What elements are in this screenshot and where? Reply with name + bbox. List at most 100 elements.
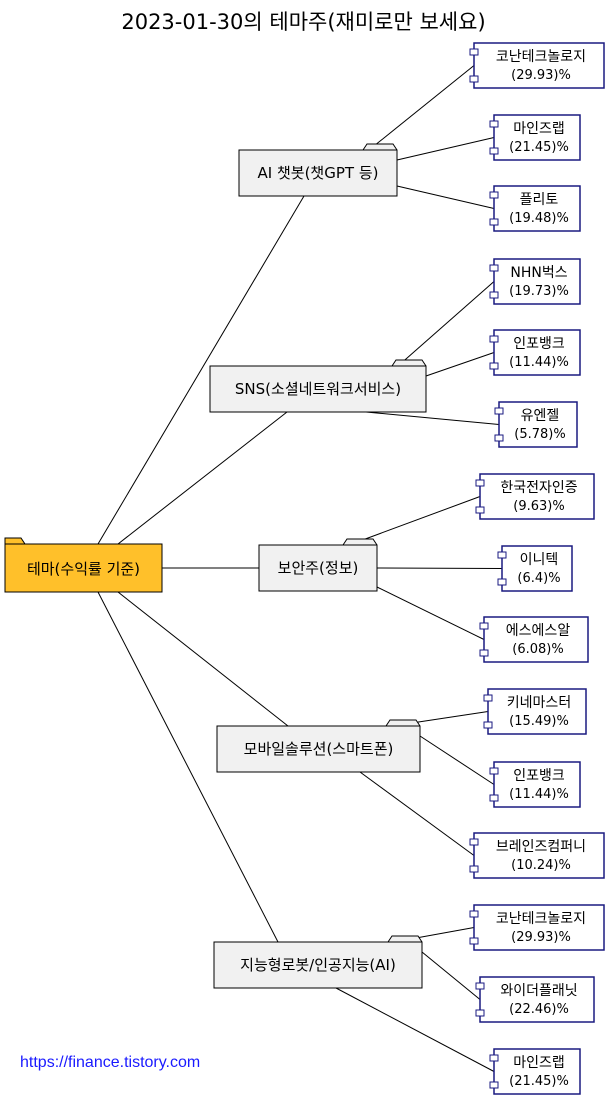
stock-box [493, 114, 581, 161]
stock-name: 유엔젤 [521, 408, 560, 424]
category-label: 모바일솔루션(스마트폰) [244, 740, 394, 758]
connector-tab [479, 622, 489, 630]
connector-tab [489, 362, 499, 370]
stock-node[interactable]: 코난테크놀로지(29.93)% [469, 904, 605, 951]
connector-tab [469, 865, 479, 873]
connector-tab [475, 982, 485, 990]
stock-node[interactable]: 와이더플래닛(22.46)% [475, 976, 595, 1023]
folder-body [209, 365, 427, 413]
stock-return: (11.44)% [509, 355, 569, 370]
page-title: 2023-01-30의 테마주(재미로만 보세요) [121, 10, 486, 34]
connector-tab [469, 937, 479, 945]
connector-tab [489, 1081, 499, 1089]
edge-root-to-category [97, 195, 305, 545]
stock-name: 브레인즈컴퍼니 [496, 839, 586, 855]
stock-node[interactable]: NHN벅스(19.73)% [489, 258, 581, 305]
stock-node[interactable]: 인포뱅크(11.44)% [489, 761, 581, 808]
stock-node[interactable]: 유엔젤(5.78)% [494, 401, 578, 448]
stock-return: (6.4)% [517, 571, 560, 586]
source-link[interactable]: https://finance.tistory.com [20, 1054, 201, 1071]
stock-box [493, 258, 581, 305]
category-label: 보안주(정보) [278, 559, 359, 577]
edge-category-to-stock [376, 586, 485, 640]
category-node[interactable]: SNS(소셜네트워크서비스) [209, 359, 427, 413]
edge-category-to-stock [425, 352, 495, 377]
stock-return: (29.93)% [511, 930, 571, 945]
stock-name: 인포뱅크 [513, 768, 565, 784]
stock-return: (6.08)% [512, 642, 563, 657]
stock-box [493, 1048, 581, 1095]
connector-tab [489, 218, 499, 226]
connector-tab [489, 264, 499, 272]
category-node[interactable]: AI 챗봇(챗GPT 등) [238, 143, 398, 197]
category-label: SNS(소셜네트워크서비스) [235, 380, 401, 398]
stock-node[interactable]: 키네마스터(15.49)% [483, 688, 587, 735]
edge-root-to-category [117, 411, 288, 545]
stock-return: (19.48)% [509, 211, 569, 226]
connector-tab [469, 48, 479, 56]
edge-category-to-stock [376, 567, 503, 569]
stock-name: 와이더플래닛 [500, 983, 577, 999]
connector-tab [494, 407, 504, 415]
edge-root-to-category [117, 591, 289, 727]
stock-name: 마인즈랩 [513, 121, 565, 137]
edge-category-to-stock [348, 496, 481, 546]
category-node[interactable]: 보안주(정보) [258, 538, 378, 592]
stock-name: 에스에스알 [506, 623, 571, 639]
folder-tab [362, 143, 398, 151]
stock-return: (15.49)% [509, 714, 569, 729]
stock-return: (19.73)% [509, 284, 569, 299]
stock-box [493, 185, 581, 232]
stock-box [473, 42, 605, 89]
edge-category-to-stock [359, 771, 475, 856]
connector-tab [489, 120, 499, 128]
folder-body [213, 941, 423, 989]
stock-name: 한국전자인증 [500, 480, 577, 496]
edge-root-to-category [97, 591, 279, 943]
folder-body [4, 543, 163, 593]
stock-box [487, 688, 587, 735]
stock-node[interactable]: 한국전자인증(9.63)% [475, 473, 595, 520]
folder-tab [4, 537, 26, 545]
category-node[interactable]: 모바일솔루션(스마트폰) [216, 719, 421, 773]
connector-tab [489, 291, 499, 299]
stock-name: 플리토 [520, 192, 559, 208]
edge-category-to-stock [365, 411, 500, 425]
stock-node[interactable]: 플리토 (19.48)% [489, 185, 581, 232]
stock-node[interactable]: 에스에스알 (6.08)% [479, 616, 589, 663]
folder-tab [391, 359, 427, 367]
mindmap-nodes: 테마(수익률 기준) AI 챗봇(챗GPT 등) 코난테크놀로지(29.93)% 마인… [4, 42, 605, 1095]
stock-box [483, 616, 589, 663]
connector-tab [475, 1009, 485, 1017]
stock-box [473, 832, 605, 879]
folder-tab [387, 935, 423, 943]
connector-tab [489, 335, 499, 343]
connector-tab [489, 147, 499, 155]
edge-category-to-stock [421, 951, 481, 1000]
root-theme-label: 테마(수익률 기준) [27, 560, 140, 578]
stock-box [501, 545, 573, 592]
connector-tab [489, 794, 499, 802]
folder-tab [342, 538, 378, 546]
stock-node[interactable]: 브레인즈컴퍼니 (10.24)% [469, 832, 605, 879]
stock-node[interactable]: 코난테크놀로지(29.93)% [469, 42, 605, 89]
stock-return: (21.45)% [509, 1074, 569, 1089]
stock-box [493, 329, 581, 376]
connector-tab [475, 506, 485, 514]
stock-box [493, 761, 581, 808]
category-node[interactable]: 지능형로봇/인공지능(AI) [213, 935, 423, 989]
connector-tab [494, 434, 504, 442]
stock-return: (10.24)% [511, 858, 571, 873]
stock-node[interactable]: 이니텍(6.4)% [497, 545, 573, 592]
stock-node[interactable]: 마인즈랩(21.45)% [489, 1048, 581, 1095]
stock-node[interactable]: 마인즈랩(21.45)% [489, 114, 581, 161]
category-label: 지능형로봇/인공지능(AI) [240, 956, 396, 974]
category-label: AI 챗봇(챗GPT 등) [258, 164, 379, 182]
connector-tab [497, 578, 507, 586]
stock-node[interactable]: 인포뱅크(11.44)% [489, 329, 581, 376]
connector-tab [489, 767, 499, 775]
connector-tab [483, 721, 493, 729]
edge-category-to-stock [397, 281, 495, 367]
root-theme-node[interactable]: 테마(수익률 기준) [4, 537, 163, 593]
